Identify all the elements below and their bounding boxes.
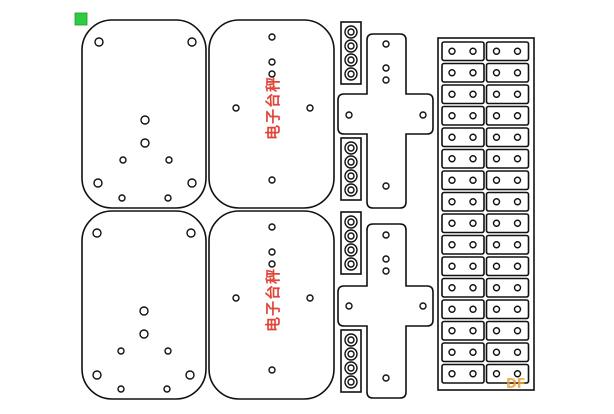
grid-tile — [441, 62, 485, 83]
grid-tile — [485, 299, 530, 320]
grid-tile — [441, 299, 485, 320]
grid-tile — [485, 342, 530, 363]
grid-tile — [485, 213, 530, 234]
connector-strip — [340, 21, 362, 85]
grid-tile — [441, 320, 485, 341]
grid-tile — [485, 277, 530, 298]
grid-tile — [485, 363, 530, 384]
grid-tile — [441, 170, 485, 191]
connector-strip — [340, 329, 362, 393]
connector-strip — [340, 211, 362, 275]
grid-tile — [485, 256, 530, 277]
grid-tile — [485, 105, 530, 126]
middle-plate-bottom: 电子台秤 — [208, 210, 335, 400]
grid-tile — [485, 62, 530, 83]
plate-label-bottom: 电子台秤 — [264, 268, 282, 332]
grid-tile — [441, 41, 485, 62]
left-plate-bottom — [81, 210, 207, 400]
grid-tile — [485, 148, 530, 169]
grid-tile — [441, 191, 485, 212]
tile-grid-frame — [437, 37, 535, 391]
grid-tile — [441, 256, 485, 277]
grid-tile — [441, 342, 485, 363]
cross-bracket-top — [337, 33, 434, 209]
origin-marker — [74, 12, 88, 26]
grid-tile — [485, 41, 530, 62]
grid-tile — [485, 191, 530, 212]
grid-tile — [441, 84, 485, 105]
watermark: DF — [506, 377, 526, 392]
cross-bracket-bottom — [337, 223, 434, 399]
grid-tile — [441, 105, 485, 126]
grid-tile — [441, 363, 485, 384]
grid-tile — [441, 148, 485, 169]
grid-tile — [441, 277, 485, 298]
connector-strips — [340, 21, 362, 393]
left-plate-top — [81, 19, 207, 209]
grid-tile — [485, 170, 530, 191]
grid-tile — [485, 320, 530, 341]
grid-tile — [441, 127, 485, 148]
connector-strip — [340, 137, 362, 201]
grid-tile — [485, 234, 530, 255]
plate-label-top: 电子台秤 — [264, 76, 282, 140]
grid-tile — [485, 84, 530, 105]
grid-tile — [485, 127, 530, 148]
grid-tile — [441, 213, 485, 234]
grid-tile — [441, 234, 485, 255]
tile-grid — [441, 41, 530, 384]
middle-plate-top: 电子台秤 — [208, 19, 335, 209]
